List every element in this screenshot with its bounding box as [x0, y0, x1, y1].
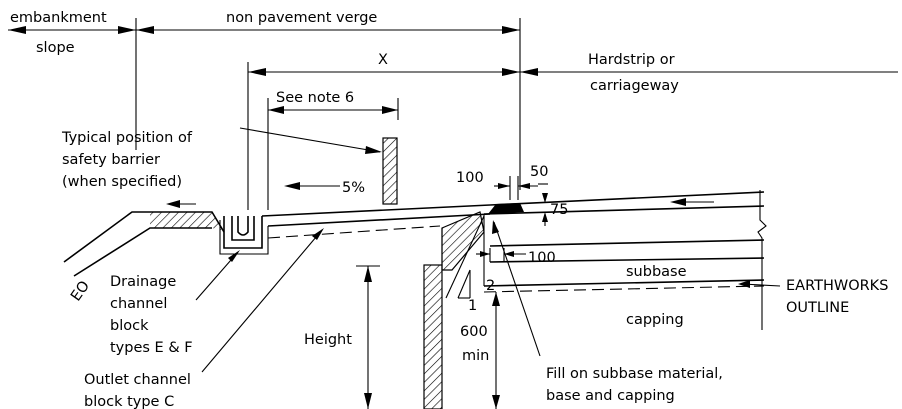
fill-leader	[493, 221, 541, 357]
arrowhead	[520, 68, 538, 76]
height-dimensions	[356, 265, 500, 409]
label-dim-50: 50	[530, 164, 548, 180]
fill-slope-line	[445, 215, 485, 299]
label-hardstrip-2: carriageway	[590, 78, 679, 94]
label-earthworks-1: EARTHWORKS	[786, 278, 888, 294]
outlet-leader	[201, 229, 323, 373]
embankment-slope	[63, 200, 225, 277]
capping-top-line	[483, 279, 765, 287]
dimension-lines	[8, 18, 898, 210]
subbase-bottom-line	[489, 257, 765, 263]
label-capping: capping	[626, 312, 684, 328]
arrowhead	[492, 220, 499, 234]
label-see-note-6: See note 6	[276, 90, 354, 106]
label-dim-75: 75	[550, 202, 568, 218]
label-fill-1: Fill on subbase material,	[546, 366, 723, 382]
arrowhead	[542, 193, 548, 203]
label-fill-2: base and capping	[546, 388, 675, 404]
formation-dashed	[267, 225, 441, 239]
label-subbase: subbase	[626, 264, 687, 280]
label-drainage-1: Drainage	[110, 274, 176, 290]
arrowhead	[166, 200, 180, 208]
arrowhead	[480, 251, 490, 257]
retaining-wall	[423, 211, 485, 409]
arrowhead	[118, 26, 136, 34]
arrowhead	[498, 183, 510, 189]
label-outlet-1: Outlet channel	[84, 372, 191, 388]
arrowhead	[312, 228, 324, 240]
label-dim-min: min	[462, 348, 489, 364]
arrowhead	[518, 183, 530, 189]
topsoil-hatch	[150, 212, 222, 230]
channel-inner	[231, 216, 255, 241]
label-earthworks-2: OUTLINE	[786, 300, 849, 316]
label-non-pavement-verge: non pavement verge	[226, 10, 377, 26]
label-eo: EO	[68, 278, 93, 304]
label-five-percent: 5%	[342, 180, 365, 196]
edge-dimensions	[476, 176, 548, 262]
label-x: X	[378, 52, 388, 68]
safety-barrier-post	[382, 137, 398, 205]
label-drainage-2: channel	[110, 296, 167, 312]
subbase-top-line	[489, 239, 765, 247]
edge-strip	[488, 203, 524, 214]
label-drainage-3: block	[110, 318, 149, 334]
barrier-leader	[239, 127, 381, 153]
ratio-hypotenuse	[457, 269, 471, 299]
label-typical-2: safety barrier	[62, 152, 160, 168]
verge-surface	[261, 182, 491, 239]
label-typical-1: Typical position of	[61, 130, 193, 146]
arrowhead	[542, 212, 548, 222]
arrowhead	[364, 393, 372, 409]
label-embankment: embankment	[10, 10, 107, 26]
arrowhead	[228, 250, 240, 262]
arrowhead	[502, 68, 520, 76]
arrowhead	[504, 251, 514, 257]
verge-base-line	[267, 213, 491, 227]
surface-line	[489, 191, 765, 206]
arrowhead	[502, 26, 520, 34]
arrowhead	[382, 106, 398, 114]
arrowhead	[492, 292, 500, 306]
label-ratio-2: 2	[486, 278, 495, 294]
slope-bottom-line	[73, 227, 212, 277]
label-dim-100-side: 100	[528, 250, 556, 266]
label-typical-3: (when specified)	[62, 174, 182, 190]
arrowhead	[492, 395, 500, 409]
verge-top-line	[261, 204, 491, 217]
label-ratio-1: 1	[468, 298, 477, 314]
base-line	[483, 205, 765, 215]
break-line	[757, 190, 767, 330]
arrowhead	[8, 26, 26, 34]
wall-hatch	[423, 264, 443, 409]
earthworks-dashed	[483, 285, 765, 293]
arrowhead	[365, 146, 382, 154]
arrowhead	[364, 266, 372, 282]
label-height: Height	[304, 332, 352, 348]
label-hardstrip-1: Hardstrip or	[588, 52, 675, 68]
arrowhead	[738, 280, 750, 288]
label-outlet-2: block type C	[84, 394, 174, 409]
drainage-channel-block	[219, 216, 269, 255]
channel-invert	[237, 216, 249, 236]
arrowhead	[670, 198, 686, 206]
arrowhead	[136, 26, 154, 34]
arrowhead	[248, 68, 266, 76]
text-labels: embankment slope non pavement verge X Ha…	[10, 10, 888, 409]
leader-lines	[195, 220, 781, 373]
carriageway-layers	[483, 190, 767, 330]
label-slope: slope	[36, 40, 75, 56]
label-dim-600: 600	[460, 324, 488, 340]
label-dim-100-top: 100	[456, 170, 484, 186]
arrowhead	[268, 106, 284, 114]
channel-outer	[223, 216, 263, 249]
label-drainage-4: types E & F	[110, 340, 193, 356]
channel-bedding	[219, 220, 269, 255]
arrowhead	[284, 182, 300, 190]
